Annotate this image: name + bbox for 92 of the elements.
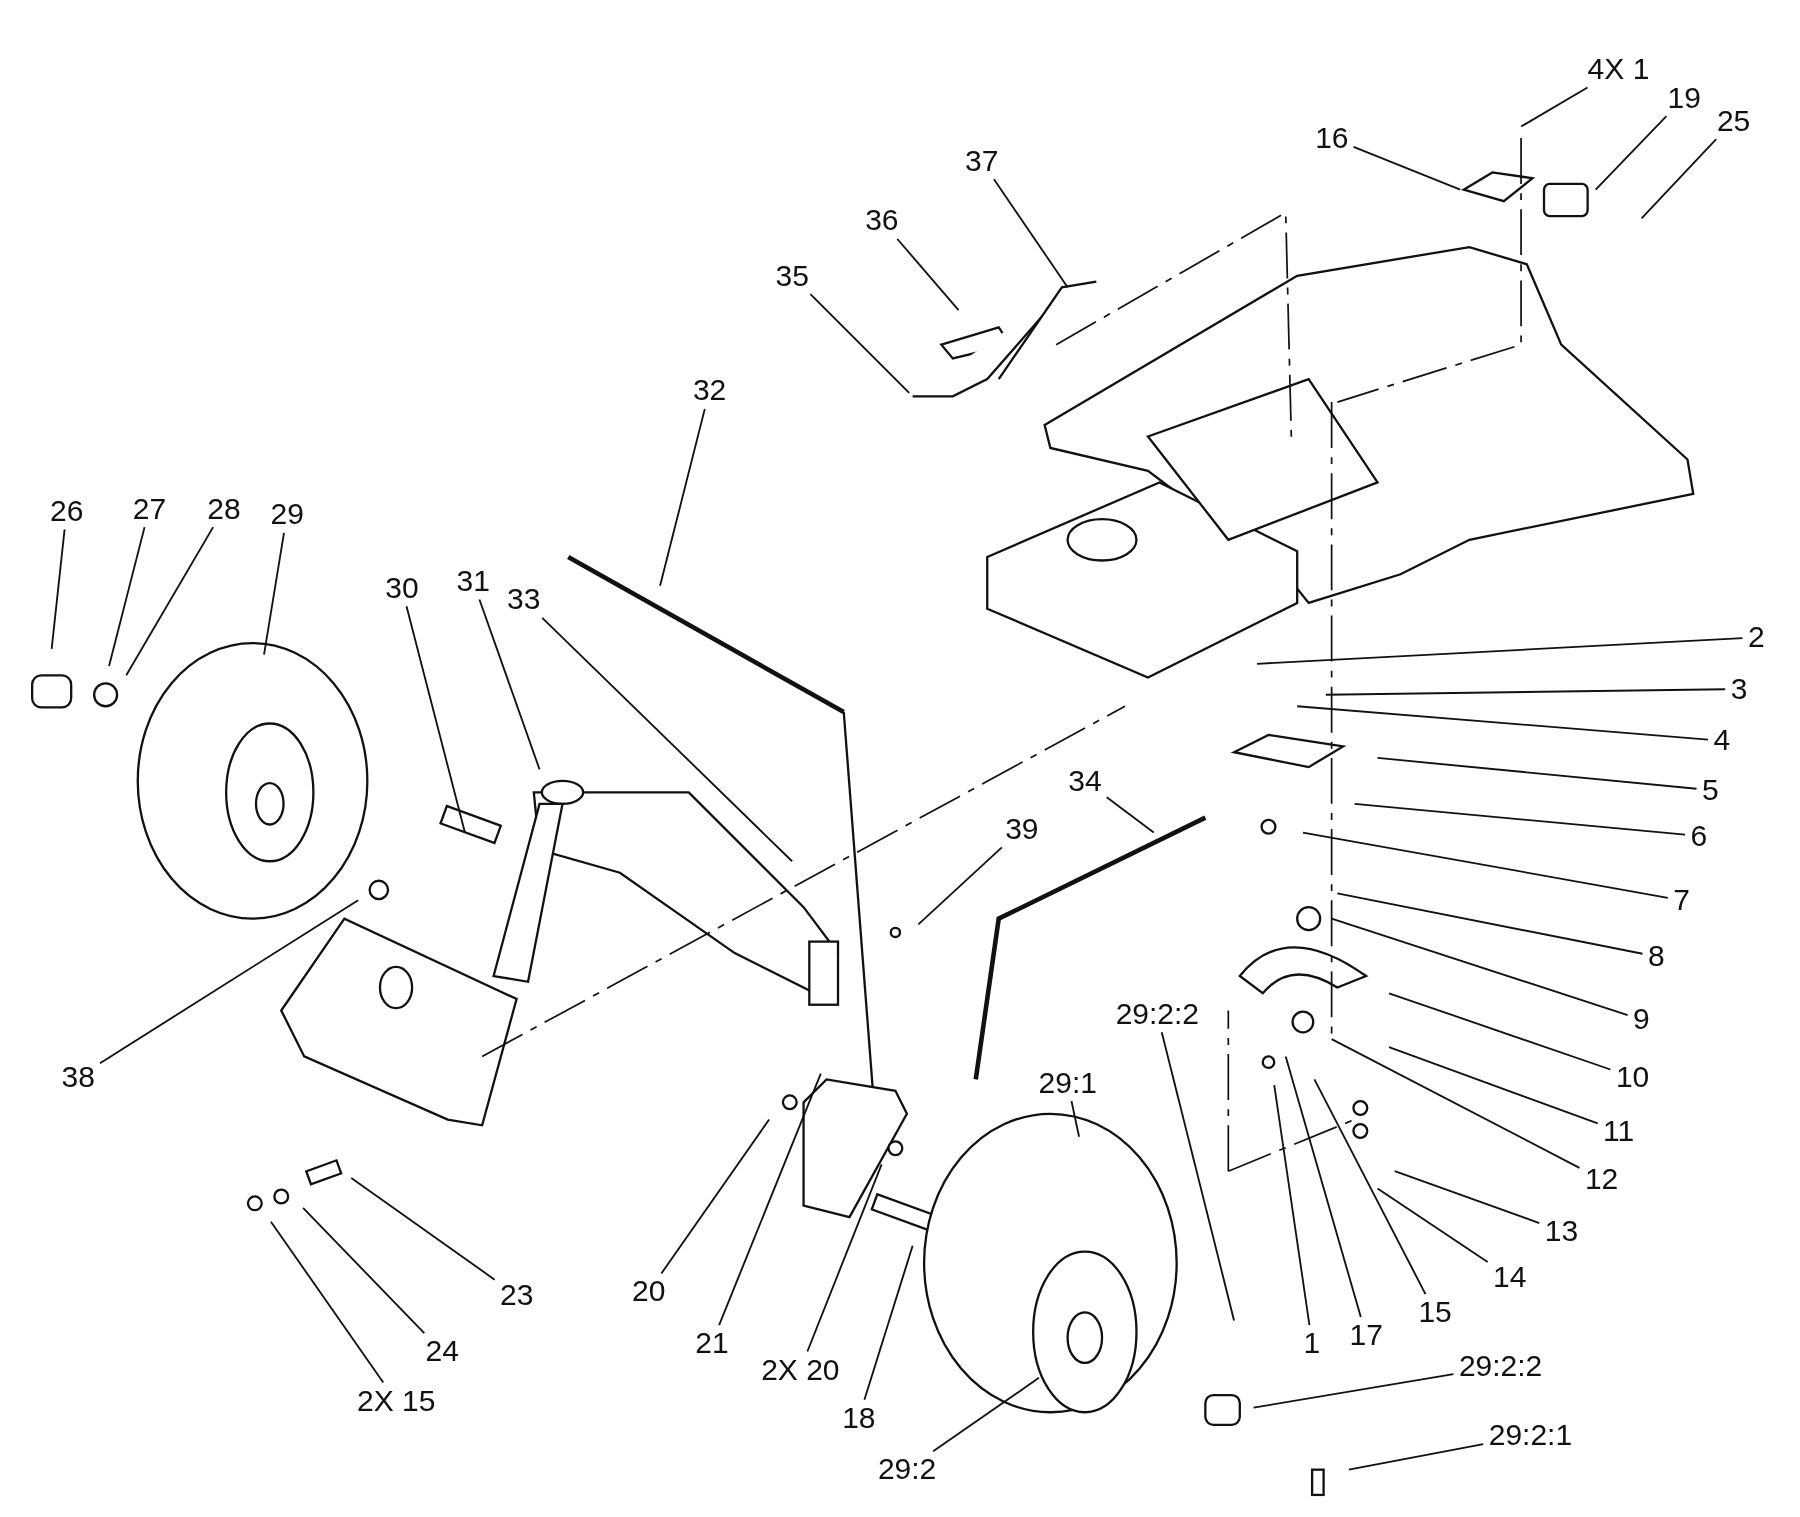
callout-number: 4 — [1711, 724, 1733, 757]
callout-number: 33 — [504, 583, 543, 616]
callout-number: 4X 1 — [1585, 52, 1652, 85]
callout-number: 12 — [1582, 1162, 1621, 1195]
callout-number: 15 — [1416, 1296, 1454, 1329]
leader-line — [1594, 115, 1668, 191]
callout-number: 13 — [1542, 1214, 1581, 1247]
leader-line — [917, 846, 1003, 926]
callout-number: 1 — [1301, 1327, 1323, 1360]
leader-line — [1640, 138, 1718, 220]
callout-number: 29:2:2 — [1113, 997, 1202, 1030]
callout-number: 29:1 — [1036, 1066, 1099, 1099]
leader-line — [993, 178, 1069, 289]
leader-line — [1273, 1084, 1311, 1326]
callout-number: 17 — [1347, 1319, 1385, 1352]
callout-number: 27 — [130, 492, 169, 525]
callout-number: 29:2 — [875, 1453, 939, 1486]
leader-line — [1324, 688, 1727, 696]
leader-line — [863, 1244, 914, 1401]
callout-number: 10 — [1613, 1060, 1652, 1093]
leader-line — [270, 1220, 385, 1384]
leader-line — [659, 407, 706, 587]
callout-number: 2X 15 — [355, 1384, 438, 1417]
leader-line — [478, 598, 541, 771]
callout-number: 29:2:1 — [1486, 1418, 1575, 1451]
leader-line — [405, 605, 466, 834]
leader-line — [1160, 1031, 1235, 1322]
callout-number: 2 — [1745, 621, 1767, 654]
callout-number: 31 — [454, 564, 492, 597]
leader-line — [1376, 1187, 1489, 1264]
callout-number: 28 — [205, 492, 243, 525]
leader-line — [1388, 992, 1612, 1071]
leader-line — [1105, 796, 1155, 834]
callout-number: 8 — [1646, 940, 1667, 973]
leader-line — [896, 238, 960, 312]
leader-line — [660, 1118, 771, 1275]
leader-line — [302, 1207, 426, 1335]
callout-number: 36 — [863, 204, 901, 237]
leader-line — [1302, 831, 1669, 899]
leader-line — [99, 899, 360, 1065]
leader-line — [1070, 1100, 1080, 1138]
leader-line — [1336, 892, 1644, 955]
leader-line — [125, 526, 215, 677]
leader-line — [718, 1072, 822, 1326]
callout-number: 20 — [630, 1275, 668, 1308]
leader-line — [1520, 86, 1589, 128]
leader-line — [1256, 637, 1744, 665]
leader-line — [1352, 145, 1462, 191]
leader-line — [541, 616, 793, 863]
leader-line — [1296, 705, 1709, 741]
callout-number: 39 — [1003, 812, 1041, 845]
callout-number: 21 — [693, 1327, 731, 1360]
callout-number: 29:2:2 — [1456, 1350, 1545, 1383]
leader-line — [1376, 757, 1698, 790]
leader-line — [1347, 1443, 1485, 1471]
leader-line — [1393, 1170, 1541, 1224]
callout-number: 9 — [1631, 1003, 1652, 1036]
callout-number: 7 — [1671, 884, 1692, 916]
callout-number: 24 — [423, 1335, 461, 1368]
callout-number: 37 — [963, 144, 1001, 177]
leader-line — [806, 1163, 883, 1353]
callout-number: 34 — [1066, 764, 1104, 797]
callout-number: 25 — [1714, 104, 1753, 137]
callout-number: 18 — [840, 1401, 878, 1434]
callout-number: 6 — [1688, 819, 1710, 852]
leader-line — [1313, 1078, 1427, 1295]
leader-line — [1353, 802, 1686, 836]
callout-number: 5 — [1699, 773, 1721, 806]
callout-number: 3 — [1728, 672, 1750, 705]
leader-line — [350, 1177, 496, 1281]
leader-line — [1284, 1055, 1362, 1318]
callout-number: 26 — [48, 494, 86, 527]
leader-line — [1388, 1046, 1599, 1125]
callout-number: 35 — [773, 259, 811, 292]
callout-number: 2X 20 — [759, 1353, 842, 1386]
leader-line — [1330, 1038, 1581, 1169]
leader-line — [932, 1376, 1040, 1453]
callout-number: 29 — [268, 498, 306, 531]
callout-number: 32 — [690, 374, 729, 407]
callout-number: 23 — [498, 1278, 536, 1311]
leader-line — [809, 293, 911, 394]
leader-line — [50, 528, 66, 650]
callout-number: 19 — [1665, 81, 1703, 114]
callout-number: 30 — [383, 571, 421, 604]
callout-number: 11 — [1601, 1114, 1637, 1147]
callout-number: 16 — [1313, 121, 1351, 154]
callout-number: 38 — [59, 1060, 97, 1093]
leader-line — [1252, 1373, 1455, 1409]
callout-number: 14 — [1491, 1260, 1529, 1293]
leader-line — [1330, 917, 1629, 1017]
leader-line — [263, 531, 285, 656]
leader-line — [108, 526, 146, 667]
